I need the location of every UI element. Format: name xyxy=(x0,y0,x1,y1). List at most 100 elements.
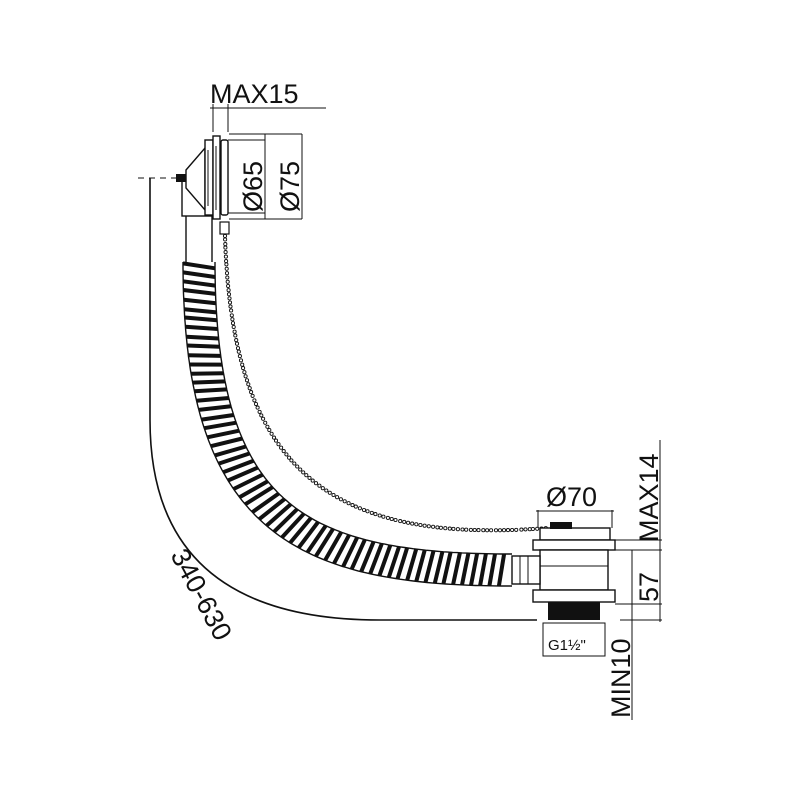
chain-bead xyxy=(263,420,268,425)
chain-bead xyxy=(229,308,234,313)
chain-bead xyxy=(227,296,232,301)
hose-rib xyxy=(222,458,255,475)
hose-rib xyxy=(469,553,480,586)
chain-bead xyxy=(369,510,374,515)
hose-rib xyxy=(405,548,419,581)
chain-bead xyxy=(253,401,259,407)
chain-bead xyxy=(242,370,247,375)
chain-bead xyxy=(451,526,456,531)
chain-bead xyxy=(261,416,266,421)
waste-plug xyxy=(539,527,611,541)
chain-bead xyxy=(385,515,390,520)
chain-bead xyxy=(224,266,229,271)
hose-rib xyxy=(184,315,218,323)
chain-bead xyxy=(301,470,306,475)
chain-bead xyxy=(393,517,398,523)
chain-bead xyxy=(317,483,322,488)
chain-bead xyxy=(443,526,448,531)
chain-bead xyxy=(233,333,238,338)
hose-rib xyxy=(210,436,243,449)
hose-rib xyxy=(323,531,343,562)
chain-bead xyxy=(225,279,230,284)
chain-bead xyxy=(418,522,423,528)
hose-rib xyxy=(198,404,232,412)
hose-rib xyxy=(460,552,471,586)
chain-bead xyxy=(276,442,281,447)
chain-bead xyxy=(324,488,329,493)
hose-rib xyxy=(218,451,251,466)
chain-bead xyxy=(472,527,477,533)
chain-bead xyxy=(223,245,228,250)
hose-rib xyxy=(332,533,351,565)
hose-rib xyxy=(191,371,224,376)
chain-bead xyxy=(431,524,436,529)
hose-rib xyxy=(214,444,247,458)
waste-outlet xyxy=(548,602,600,620)
chain-bead xyxy=(287,455,292,460)
overflow-head xyxy=(176,135,230,235)
dim-o70: Ø70 xyxy=(536,482,614,528)
corrugated-hose xyxy=(182,216,512,587)
hose-rib xyxy=(297,520,320,550)
hose-rib xyxy=(432,551,445,584)
hose-rib xyxy=(478,553,488,586)
hose-rib xyxy=(182,270,216,279)
chain-bead xyxy=(447,526,452,531)
chain-bead xyxy=(410,521,415,526)
chain-bead xyxy=(269,431,274,436)
chain-bead xyxy=(229,313,234,318)
hose-rib xyxy=(314,527,335,558)
chain-bead xyxy=(523,527,528,532)
hose-rib xyxy=(188,353,221,358)
chain-bead xyxy=(298,467,303,472)
thread-size-box: G1½" xyxy=(542,622,606,657)
hose-rib xyxy=(238,479,269,499)
chain-bead xyxy=(281,449,286,454)
chain-bead xyxy=(402,519,407,524)
dim-max15-label: MAX15 xyxy=(210,79,299,109)
hose-rib xyxy=(187,343,220,349)
chain-bead xyxy=(481,528,486,533)
hose-rib xyxy=(232,472,264,491)
hose-edge-outer xyxy=(182,262,512,587)
chain-bead xyxy=(257,409,262,414)
length-reference-arc xyxy=(149,178,537,621)
chain-bead xyxy=(224,259,229,264)
chain-bead xyxy=(255,405,260,410)
chain-bead xyxy=(460,527,465,532)
chain-bead xyxy=(230,321,236,326)
chain-bead xyxy=(259,413,264,418)
chain-bead xyxy=(238,358,244,363)
chain-bead xyxy=(240,362,245,367)
chain-bead xyxy=(295,464,300,469)
chain-bead xyxy=(247,386,252,391)
chain-bead xyxy=(224,271,230,276)
chain-bead xyxy=(249,390,254,395)
chain-bead xyxy=(237,354,242,359)
waste-body xyxy=(511,522,616,620)
hose-rib xyxy=(257,497,286,521)
chain-bead xyxy=(353,504,358,509)
chain-bead xyxy=(226,292,232,297)
hose-rib xyxy=(183,297,217,306)
chain-bead xyxy=(265,424,270,429)
chain-bead xyxy=(284,452,289,457)
dim-max14-label: MAX14 xyxy=(634,453,664,542)
hose-rib xyxy=(201,413,234,422)
chain-bead xyxy=(438,525,443,530)
chain-bead xyxy=(365,509,370,514)
chain-bead xyxy=(514,527,519,532)
chain-bead xyxy=(476,528,481,533)
chain-bead xyxy=(377,513,382,518)
chain-bead xyxy=(338,497,343,502)
thread-size-label: G1½" xyxy=(548,637,586,654)
chain-bead xyxy=(422,523,427,528)
hose-rib xyxy=(341,536,360,568)
hose-rib xyxy=(185,324,218,331)
chain-bead xyxy=(455,527,460,532)
dim-o65-label: Ø65 xyxy=(238,161,268,212)
chain-bead xyxy=(289,458,294,463)
chain-bead xyxy=(223,237,228,242)
chain-bead xyxy=(234,338,239,343)
chain-bead xyxy=(414,522,419,527)
